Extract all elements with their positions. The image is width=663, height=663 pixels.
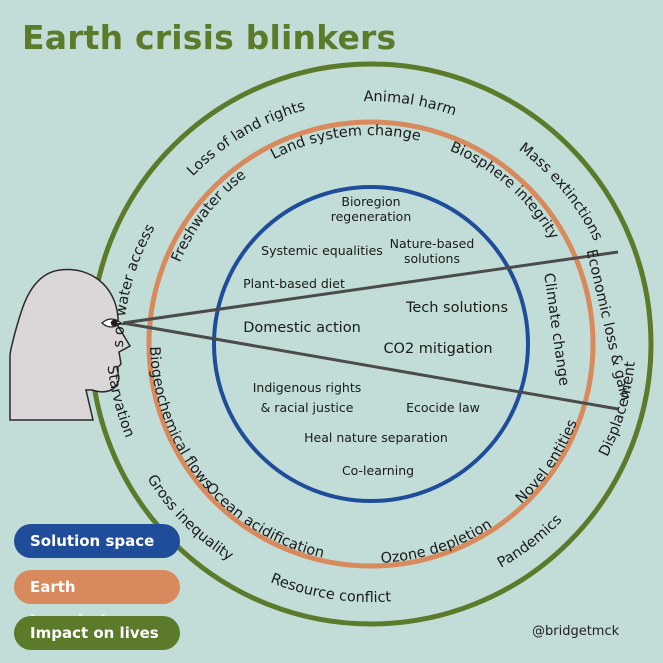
label-indigenous-1: Indigenous rights bbox=[253, 380, 362, 395]
label-plant-based: Plant-based diet bbox=[243, 276, 345, 291]
label-tech: Tech solutions bbox=[405, 300, 508, 316]
page-title: Earth crisis blinkers bbox=[22, 18, 397, 57]
label-colearning: Co-learning bbox=[342, 463, 414, 478]
blinker-line-lower bbox=[122, 321, 619, 411]
label-systemic: Systemic equalities bbox=[261, 243, 383, 258]
label-land-system: Land system change bbox=[268, 123, 422, 163]
legend-solution-space: Solution space bbox=[14, 524, 180, 558]
legend-earth-boundaries: Earth boundaries bbox=[14, 570, 180, 630]
blinker-line-upper bbox=[122, 250, 619, 325]
label-domestic: Domestic action bbox=[243, 320, 361, 336]
label-co2: CO2 mitigation bbox=[383, 341, 492, 357]
eye-pupil bbox=[110, 319, 118, 327]
label-bioregion-2: regeneration bbox=[331, 209, 412, 224]
label-starvation: Starvation bbox=[104, 364, 138, 440]
label-novel-entities: Novel entities bbox=[513, 418, 581, 507]
credit-handle: @bridgetmck bbox=[532, 624, 620, 639]
boundaries-ring bbox=[146, 119, 596, 569]
label-nature-1: Nature-based bbox=[390, 236, 475, 251]
label-ozone: Ozone depletion bbox=[380, 516, 495, 566]
label-resource-conflict: Resource conflict bbox=[268, 571, 391, 606]
label-nature-2: solutions bbox=[404, 251, 460, 266]
label-climate-change: Climate change bbox=[540, 272, 572, 387]
label-biogeochemical: Biogeochemical flows bbox=[146, 346, 216, 492]
label-heal: Heal nature separation bbox=[304, 430, 448, 445]
label-animal-harm: Animal harm bbox=[363, 89, 458, 119]
head-silhouette bbox=[9, 268, 132, 421]
label-ecocide: Ecocide law bbox=[406, 400, 480, 415]
label-biosphere: Biosphere integrity bbox=[448, 139, 562, 242]
label-bioregion-1: Bioregion bbox=[341, 194, 400, 209]
label-indigenous-2: & racial justice bbox=[261, 400, 354, 415]
solution-ring bbox=[212, 185, 530, 503]
label-freshwater: Freshwater use bbox=[169, 167, 249, 264]
legend-impact-on-lives: Impact on lives bbox=[14, 616, 180, 650]
